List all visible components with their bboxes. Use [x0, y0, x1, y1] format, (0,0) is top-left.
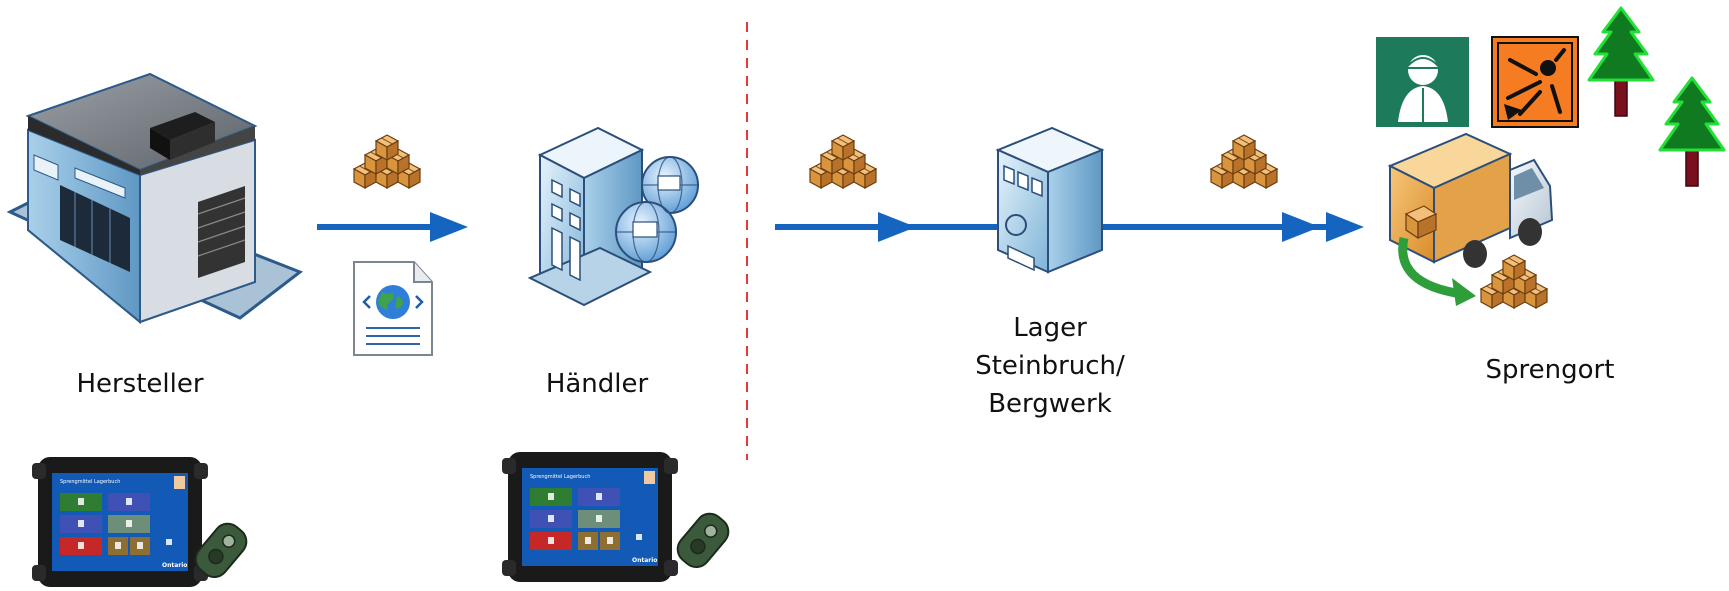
tablet-device-haendler: Sprengmittel Lagerbuch Ontario: [502, 452, 678, 582]
label-haendler: Händler: [545, 369, 649, 399]
tablet-brand: Ontario: [162, 562, 187, 569]
tablet-device-hersteller: Sprengmittel Lagerbuch Ontario: [32, 457, 208, 587]
tree-icon-1: [1587, 6, 1655, 118]
label-lager: Lager Steinbruch/ Bergwerk: [975, 313, 1125, 419]
rfid-reader-haendler: [671, 507, 736, 574]
tablet-app-title: Sprengmittel Lagerbuch: [530, 474, 590, 480]
tablet-app-title: Sprengmittel Lagerbuch: [60, 479, 120, 485]
tree-icon-2: [1658, 76, 1726, 188]
factory-icon: [6, 72, 304, 325]
boxes-icon-3: [1211, 135, 1277, 188]
label-sprengort: Sprengort: [1485, 355, 1615, 385]
explosive-sign-icon: [1491, 36, 1579, 128]
storage-building-icon: [995, 126, 1105, 274]
worker-sign-icon: [1376, 37, 1469, 127]
office-building-icon: [527, 126, 699, 307]
delivery-truck-icon: [1387, 132, 1554, 308]
tablet-brand: Ontario: [632, 557, 657, 564]
boxes-icon-2: [810, 135, 876, 188]
label-hersteller: Hersteller: [76, 369, 204, 399]
boxes-icon-1: [354, 135, 420, 188]
web-document-icon: [353, 261, 433, 356]
arrow-hersteller-haendler: [317, 212, 468, 242]
